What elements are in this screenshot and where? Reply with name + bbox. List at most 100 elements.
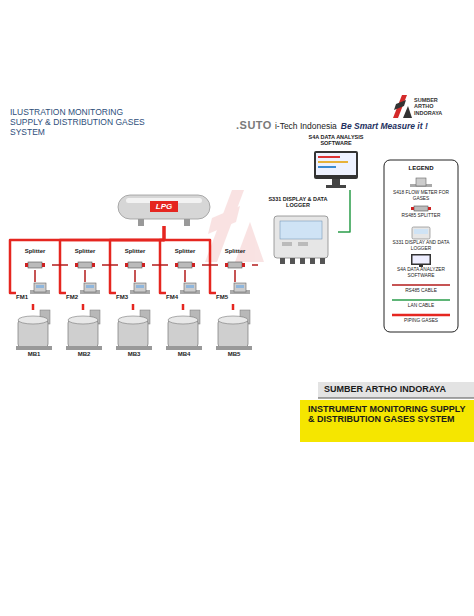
legend-panel-part <box>411 207 414 210</box>
gas-pipe <box>32 304 35 310</box>
fm-node: FM5 <box>216 282 250 304</box>
fm-symbol <box>116 282 150 304</box>
splitter-symbol-part <box>78 262 92 268</box>
monitor-symbol-part <box>326 185 346 188</box>
splitter-node: Splitter <box>218 248 252 270</box>
splitter-symbol-part <box>225 263 228 267</box>
logger-symbol-part <box>290 258 295 264</box>
legend-panel-part <box>413 256 430 264</box>
monitor-symbol-part <box>332 179 340 185</box>
fm-symbol-part <box>234 283 246 292</box>
splitter-symbol-part <box>75 263 78 267</box>
fm-symbol-part <box>236 285 244 288</box>
fm-symbol <box>216 282 250 304</box>
gas-pipe <box>132 304 135 310</box>
fm-symbol <box>66 282 100 304</box>
rs485-cable <box>102 264 118 266</box>
legend-text: RS485 SPLITTER <box>387 213 455 219</box>
node-label: MB1 <box>12 351 56 358</box>
splitter-symbol-part <box>178 262 192 268</box>
legend-text: RS485 CABLE <box>387 288 455 294</box>
node-label: Splitter <box>168 248 202 255</box>
node-label: MB4 <box>162 351 206 358</box>
legend-panel <box>384 160 458 332</box>
gas-pipe <box>182 304 185 310</box>
gas-pipe <box>10 226 164 293</box>
node-label: Splitter <box>118 248 152 255</box>
node-label: FM1 <box>16 294 32 301</box>
fm-symbol-part <box>136 285 144 288</box>
splitter-node: Splitter <box>168 248 202 270</box>
splitter-node: Splitter <box>68 248 102 270</box>
machine-node: MB4 <box>162 310 206 360</box>
fm-node: FM4 <box>166 282 200 304</box>
diagram-title: ILUSTRATION MONITORING SUPPLY & DISTRIBU… <box>10 108 150 137</box>
machine-symbol-part <box>218 316 248 324</box>
legend-text: S418 FLOW METER FOR GASES <box>387 190 455 201</box>
rs485-cable <box>134 270 136 282</box>
footer-bars <box>300 382 474 442</box>
monitor-symbol-part <box>318 166 336 168</box>
node-label: FM3 <box>116 294 132 301</box>
machine-node: MB2 <box>62 310 106 360</box>
machine-node: MB3 <box>112 310 156 360</box>
splitter-symbol-part <box>125 263 128 267</box>
splitter-symbol-part <box>228 262 242 268</box>
node-label: FM2 <box>66 294 82 301</box>
machine-node: MB1 <box>12 310 56 360</box>
gas-pipe <box>60 226 164 293</box>
text-label: SUMBER ARTHO INDORAYA <box>324 384 474 394</box>
node-label: Splitter <box>218 248 252 255</box>
fm-symbol <box>166 282 200 304</box>
text-label: Be Smart Measure it ! <box>341 122 428 132</box>
text-label: .SUTO <box>236 119 272 132</box>
footer-bars-part <box>318 398 474 399</box>
node-label: S331 DISPLAY & DATA LOGGER <box>258 196 338 209</box>
legend-panel-part <box>414 206 428 211</box>
node-label: Splitter <box>68 248 102 255</box>
fm-symbol-part <box>86 285 94 288</box>
text-label: SUMBER ARTHO INDORAYA <box>414 97 454 116</box>
legend-panel-part <box>392 299 450 301</box>
node-label: MB2 <box>62 351 106 358</box>
logger-symbol-part <box>274 216 328 258</box>
watermark-part <box>235 222 264 262</box>
lan-cable <box>338 190 350 232</box>
rs485-cable <box>52 264 68 266</box>
text-label: i-Tech Indonesia <box>275 122 337 132</box>
rs485-cable <box>184 270 186 282</box>
gas-pipe <box>82 304 85 310</box>
legend-panel-part <box>411 254 431 265</box>
logger-symbol-part <box>280 221 322 239</box>
fm-node: FM2 <box>66 282 100 304</box>
gas-pipe <box>232 304 235 310</box>
rs485-cable <box>152 264 168 266</box>
splitter-symbol-part <box>28 262 42 268</box>
legend-text: S331 DISPLAY AND DATA LOGGER <box>387 240 455 251</box>
fm-symbol <box>16 282 50 304</box>
monitor-symbol-part <box>318 156 340 158</box>
splitter-symbol-part <box>175 263 178 267</box>
node-label: S4A DATA ANALYSIS SOFTWARE <box>296 134 376 147</box>
machine-node: MB5 <box>212 310 256 360</box>
machine-symbol-part <box>216 346 252 350</box>
tank-symbol-part <box>118 195 210 219</box>
rs485-cable <box>34 270 36 282</box>
caption-band-text: INSTRUMENT MONITORING SUPPLY & DISTRIBUT… <box>308 404 470 425</box>
logger-symbol-part <box>298 242 308 246</box>
logger-symbol-part <box>282 242 292 246</box>
monitor-symbol-part <box>318 161 348 163</box>
fm-node: FM1 <box>16 282 50 304</box>
machine-symbol-part <box>116 346 152 350</box>
company-logo-part <box>394 100 406 110</box>
legend-panel-part <box>392 314 450 317</box>
tank-node: LPG <box>116 192 212 226</box>
legend-text: LAN CABLE <box>387 303 455 309</box>
splitter-symbol-part <box>242 263 245 267</box>
splitter-symbol-part <box>42 263 45 267</box>
fm-symbol-part <box>134 283 146 292</box>
logger-node: S331 DISPLAY & DATA LOGGER <box>258 196 338 268</box>
logger-symbol-part <box>300 258 305 264</box>
gas-pipe <box>110 226 164 293</box>
